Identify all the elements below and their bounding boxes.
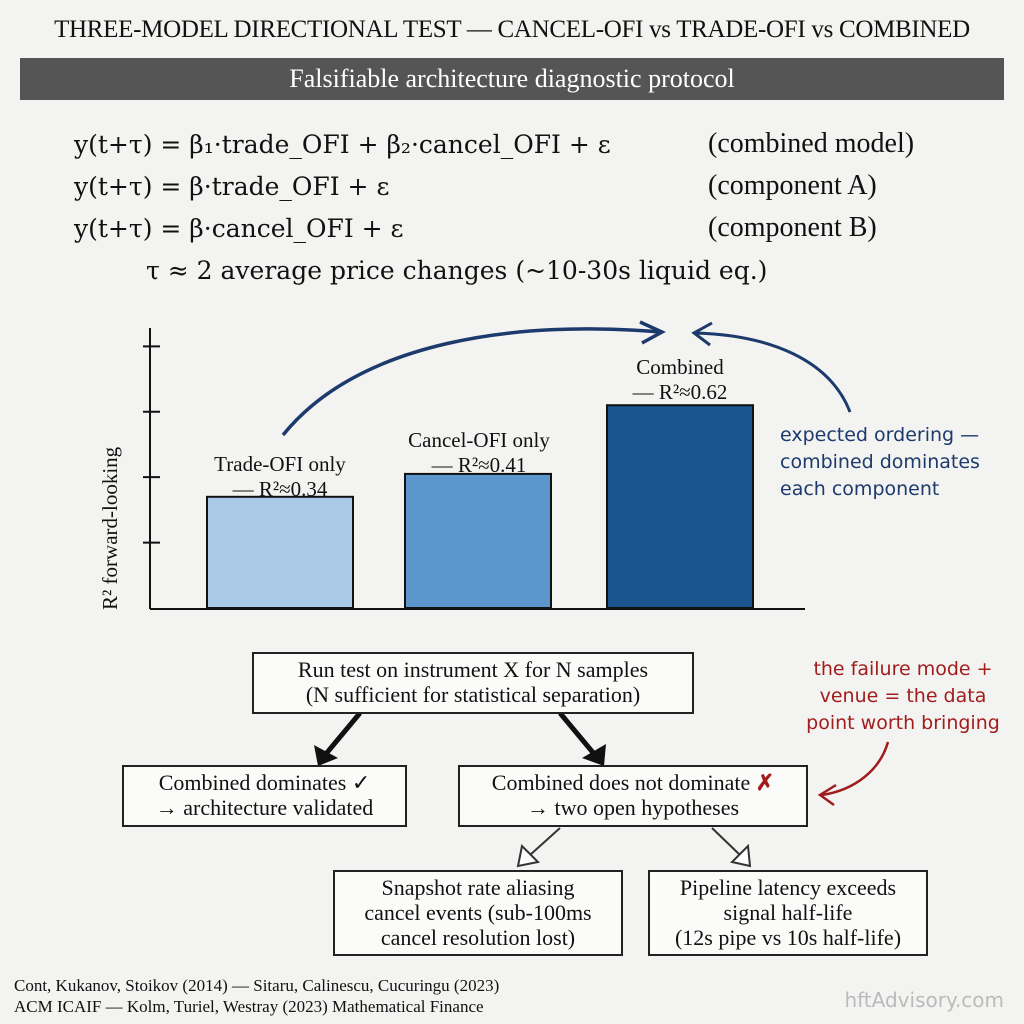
arrow-head-icon — [817, 783, 837, 807]
subtitle-banner: Falsifiable architecture diagnostic prot… — [20, 58, 1004, 100]
box-line: Combined dominates ✓ — [158, 770, 371, 795]
flow-root-box: Run test on instrument X for N samples (… — [252, 652, 694, 714]
flow-no-box: Combined does not dominate ✗ → two open … — [458, 765, 808, 827]
arrow-head-icon — [730, 843, 752, 868]
equation-component-b: y(t+τ) = β·cancel_OFI + ε — [74, 214, 404, 243]
category-label: Trade-OFI only — [214, 452, 346, 476]
equation-component-a: y(t+τ) = β·trade_OFI + ε — [74, 172, 390, 201]
watermark: hftAdvisory.com — [844, 988, 1004, 1012]
box-line: cancel events (sub-100ms — [364, 900, 592, 925]
box-line: Combined does not dominate — [491, 770, 756, 795]
annotation-line: the failure mode + — [813, 658, 993, 680]
annotation-line: each component — [780, 478, 940, 500]
bar-label-combined: Combined — R²≈0.62 — [580, 355, 780, 405]
flow-arrow-no — [558, 711, 597, 757]
box-line: → architecture validated — [155, 795, 374, 820]
flow-arrow-yes — [323, 711, 362, 757]
annotation-line: point worth bringing — [806, 712, 1000, 734]
flow-arrow-h1 — [529, 827, 561, 856]
arrow-head-icon — [639, 320, 666, 345]
cross-icon: ✗ — [755, 770, 775, 795]
citation-line: ACM ICAIF — Kolm, Turiel, Westray (2023)… — [14, 997, 484, 1016]
annotation-line: combined dominates — [780, 451, 980, 473]
hypothesis-2-box: Pipeline latency exceeds signal half-lif… — [648, 870, 928, 956]
value-label: — R²≈0.34 — [232, 477, 328, 501]
citation-line: Cont, Kukanov, Stoikov (2014) — Sitaru, … — [14, 976, 500, 995]
value-label: — R²≈0.41 — [431, 453, 527, 477]
equation-label-combined: (combined model) — [708, 128, 915, 159]
arrow-head-icon — [516, 843, 541, 868]
bar-1 — [404, 472, 552, 609]
box-line: (N sufficient for statistical separation… — [305, 682, 641, 707]
box-line: → two open hypotheses — [526, 795, 740, 820]
flow-arrow-h2 — [711, 827, 741, 856]
category-label: Combined — [636, 355, 724, 379]
flow-yes-box: Combined dominates ✓ → architecture vali… — [122, 765, 407, 827]
arrow-head-icon — [314, 745, 338, 766]
tau-note: τ ≈ 2 average price changes (~10-30s liq… — [146, 256, 768, 285]
annotation-line: venue = the data — [819, 685, 987, 707]
box-line: Snapshot rate aliasing — [381, 875, 575, 900]
bar-label-trade: Trade-OFI only — R²≈0.34 — [180, 452, 380, 502]
equation-label-b: (component B) — [708, 212, 877, 243]
box-line: signal half-life — [723, 900, 853, 925]
equation-combined: y(t+τ) = β₁·trade_OFI + β₂·cancel_OFI + … — [74, 130, 611, 159]
page-title: THREE-MODEL DIRECTIONAL TEST — CANCEL-OF… — [54, 16, 970, 43]
ordering-annotation: expected ordering — combined dominates e… — [780, 422, 980, 503]
failure-arrow — [821, 741, 890, 797]
box-line: Run test on instrument X for N samples — [297, 657, 649, 682]
arrow-head-icon — [582, 744, 606, 766]
box-line: cancel resolution lost) — [380, 925, 576, 950]
annotation-line: expected ordering — — [780, 424, 980, 446]
arrow-head-icon — [691, 321, 713, 347]
equation-label-a: (component A) — [708, 170, 877, 201]
hypothesis-1-box: Snapshot rate aliasing cancel events (su… — [333, 870, 623, 956]
bar-label-cancel: Cancel-OFI only — R²≈0.41 — [379, 428, 579, 478]
citations: Cont, Kukanov, Stoikov (2014) — Sitaru, … — [14, 975, 499, 1017]
bar-0 — [206, 495, 354, 609]
box-line: (12s pipe vs 10s half-life) — [674, 925, 902, 950]
value-label: — R²≈0.62 — [632, 380, 728, 404]
bar-2 — [606, 404, 754, 610]
ordering-arrow-right — [694, 331, 852, 413]
failure-annotation: the failure mode + venue = the data poin… — [798, 656, 1008, 737]
box-line: Pipeline latency exceeds — [679, 875, 897, 900]
y-axis-label: R² forward-looking — [98, 446, 122, 610]
ordering-arrow-left — [281, 327, 661, 437]
category-label: Cancel-OFI only — [408, 428, 550, 452]
